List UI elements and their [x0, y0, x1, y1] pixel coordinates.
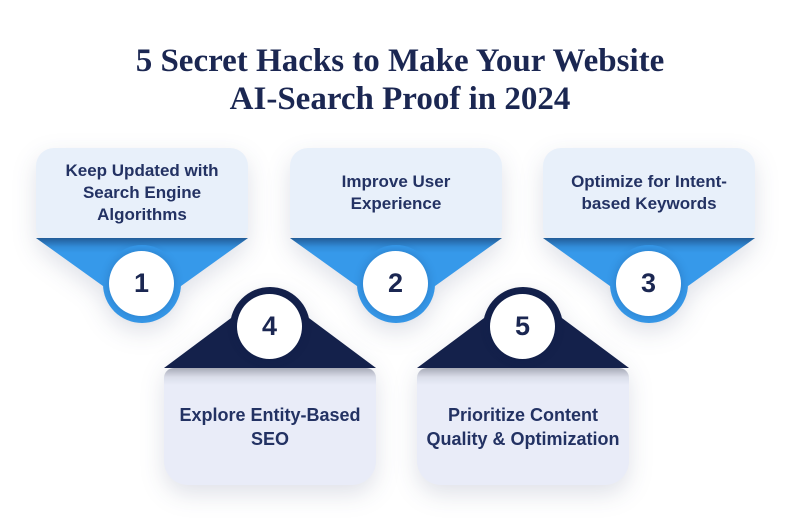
hack-label-card: Keep Updated with Search Engine Algorith…	[36, 148, 248, 238]
hack-number-badge: 2	[363, 251, 428, 316]
hack-label: Optimize for Intent- based Keywords	[571, 172, 727, 213]
hack-label-card: Explore Entity-Based SEO	[164, 368, 376, 485]
hack-item-4: Explore Entity-Based SEO 4	[164, 287, 376, 487]
hack-label-card: Improve User Experience	[290, 148, 502, 238]
hack-item-3: Optimize for Intent- based Keywords 3	[543, 148, 755, 324]
hack-number-badge: 5	[490, 294, 555, 359]
hack-item-2: Improve User Experience 2	[290, 148, 502, 324]
hack-label: Keep Updated with Search Engine Algorith…	[65, 161, 219, 224]
page-title: 5 Secret Hacks to Make Your Website AI-S…	[135, 43, 665, 117]
hack-item-5: Prioritize Content Quality & Optimizatio…	[417, 287, 629, 487]
hack-label: Explore Entity-Based SEO	[179, 404, 361, 449]
hack-label: Prioritize Content Quality & Optimizatio…	[426, 404, 620, 449]
hack-label-card: Prioritize Content Quality & Optimizatio…	[417, 368, 629, 485]
hack-number-badge: 4	[237, 294, 302, 359]
hack-number-badge: 3	[616, 251, 681, 316]
hack-label: Improve User Experience	[341, 172, 451, 213]
hack-label-card: Optimize for Intent- based Keywords	[543, 148, 755, 238]
hack-number-badge: 1	[109, 251, 174, 316]
hack-item-1: Keep Updated with Search Engine Algorith…	[36, 148, 248, 324]
